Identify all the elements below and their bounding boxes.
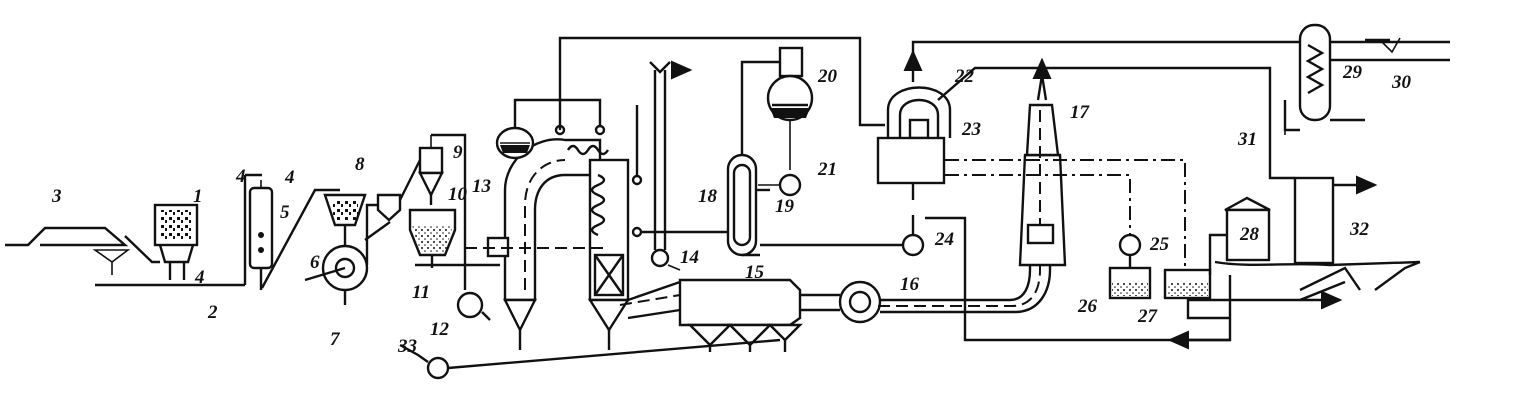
storage-tank-23: [876, 136, 946, 185]
label-9: 9: [453, 142, 463, 163]
steam-drum-left: [495, 126, 535, 160]
convective-shaft: [587, 158, 631, 350]
label-8: 8: [355, 154, 365, 175]
tank-27: [1163, 268, 1212, 300]
label-24: 24: [934, 229, 954, 250]
feedwater-heater: [649, 60, 693, 271]
consumer-building-32: [1293, 176, 1335, 265]
pump-25: [1118, 233, 1142, 257]
label-27: 27: [1137, 306, 1159, 327]
label-15: 15: [745, 262, 765, 283]
label-4c: 4: [284, 167, 295, 188]
label-6: 6: [310, 252, 320, 273]
label-2: 2: [207, 302, 218, 323]
cyclone-9: [418, 135, 444, 205]
pump-24: [760, 233, 925, 257]
tank-26: [1108, 266, 1152, 300]
pulverized-coal-bin: [408, 208, 457, 268]
label-28: 28: [1239, 224, 1260, 245]
label-18: 18: [698, 186, 718, 207]
label-31: 31: [1237, 129, 1257, 150]
blower-33: [399, 343, 450, 380]
label-4a: 4: [235, 166, 246, 187]
coal-store: [5, 226, 160, 275]
label-22: 22: [954, 66, 975, 87]
label-19: 19: [775, 196, 795, 217]
label-20: 20: [817, 66, 838, 87]
silo-28: [1224, 196, 1271, 262]
label-11: 11: [412, 282, 430, 303]
label-3: 3: [51, 186, 62, 207]
electrostatic-precipitator: [678, 278, 803, 352]
chimney: [1018, 57, 1067, 267]
label-7: 7: [330, 329, 341, 350]
boiler-furnace: [486, 138, 602, 350]
heat-exchanger-22: [886, 86, 952, 140]
superheater: [566, 144, 610, 156]
label-30: 30: [1391, 72, 1412, 93]
label-10: 10: [448, 184, 468, 205]
crusher-bunker: [153, 203, 199, 280]
label-32: 32: [1349, 219, 1370, 240]
label-14: 14: [680, 247, 699, 268]
label-13: 13: [472, 176, 491, 197]
label-16: 16: [900, 274, 920, 295]
label-12: 12: [430, 319, 450, 340]
coil-exchanger-29: [1298, 23, 1332, 122]
labels: 1 2 3 4 4 4 5 6 7 8 9 10 11 12 13 14 15 …: [51, 62, 1412, 357]
primary-air-fan: [456, 291, 491, 321]
label-26: 26: [1077, 296, 1098, 317]
cyclone-8: [376, 193, 402, 222]
coal-mill: [304, 193, 369, 305]
label-5: 5: [280, 202, 290, 223]
label-25: 25: [1149, 234, 1170, 255]
separator: [248, 180, 274, 290]
label-33: 33: [397, 336, 417, 357]
label-17: 17: [1070, 102, 1091, 123]
label-23: 23: [961, 119, 981, 140]
label-21: 21: [817, 159, 837, 180]
circulation-pump-21: [758, 173, 802, 197]
separator-column: [726, 60, 790, 257]
label-1: 1: [193, 186, 203, 207]
label-4b: 4: [194, 267, 205, 288]
induced-draught-fan: [838, 280, 882, 324]
label-29: 29: [1342, 62, 1363, 83]
expansion-vessel: [766, 46, 814, 170]
